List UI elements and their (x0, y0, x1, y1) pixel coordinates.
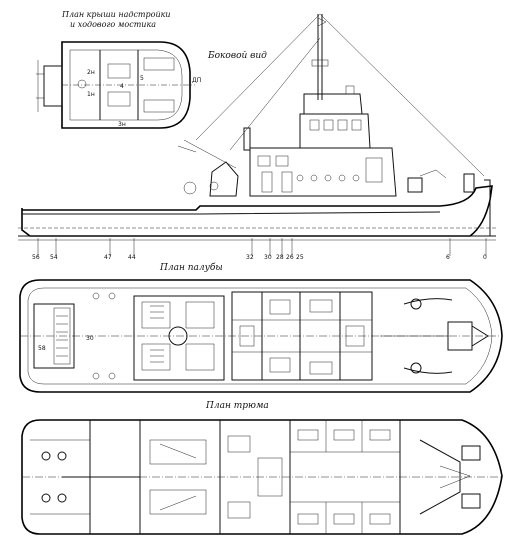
deck-label-30: 30 (86, 335, 94, 342)
roof-plan: План крыши надстройки и ходового мостика… (36, 10, 201, 129)
frame-26: 26 (286, 254, 294, 261)
side-view: Боковой вид (18, 13, 496, 261)
frame-28: 28 (276, 254, 284, 261)
roof-label-1n: 1н (87, 91, 95, 98)
roof-label-2n: 2н (87, 69, 95, 76)
hold-plan: План трюма (21, 401, 503, 535)
hold-plan-title: План трюма (205, 401, 269, 411)
frame-6: 6 (446, 254, 450, 261)
frame-25: 25 (296, 254, 304, 261)
roof-title-line2: и ходового мостика (70, 20, 156, 29)
deck-label-58: 58 (38, 345, 46, 352)
side-view-title: Боковой вид (207, 51, 267, 61)
frame-32: 32 (246, 254, 254, 261)
frame-47: 47 (104, 254, 112, 261)
roof-label-5: 5 (140, 75, 144, 82)
deck-plan-title: План палубы (159, 262, 223, 273)
frame-44: 44 (128, 254, 136, 261)
deck-plan: План палубы 58 30 (19, 262, 503, 393)
roof-title-line1: План крыши надстройки (61, 10, 171, 19)
frame-30: 30 (264, 254, 272, 261)
roof-label-dp: ДП (192, 77, 201, 84)
frame-56: 56 (32, 254, 40, 261)
frame-54: 54 (50, 254, 58, 261)
roof-label-4: 4 (120, 83, 124, 90)
roof-label-3n: 3н (118, 121, 126, 128)
frame-0: 0 (483, 254, 487, 261)
